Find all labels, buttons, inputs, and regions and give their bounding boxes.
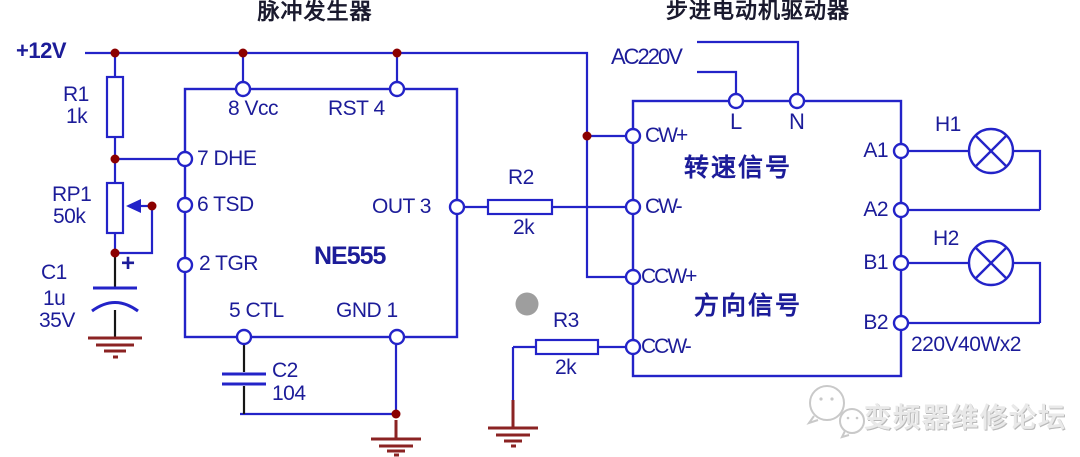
pin-vcc-label: 8 Vcc [228,97,279,120]
c2-ref-label: C2 [272,359,298,382]
terminals [176,80,910,356]
terminal-pin3-out [448,198,466,216]
terminal-ccw-plus [624,268,642,286]
terminal-pin8-vcc [234,80,252,98]
c1-ref-label: C1 [41,261,67,284]
pin-ctl-label: 5 CTL [229,299,284,322]
ne555-box [183,87,459,339]
junction-dot [110,248,120,258]
ac-neutral-wire [697,40,800,94]
pin-tgr-label: 2 TGR [199,252,258,275]
a1-label: A1 [863,139,888,162]
h1-label: H1 [935,113,961,136]
dc-rail-label: +12V [16,38,67,63]
title-pulse-generator: 脉冲发生器 [257,0,373,24]
r1-resistor [105,75,125,139]
c1-plate-curved [91,301,139,313]
h2-label: H2 [933,227,959,250]
line-terminal-label: L [730,109,742,134]
resistors [105,75,600,356]
ccw-minus-label: CCW- [641,335,692,358]
cw-plus-label: CW+ [645,124,688,147]
junction-dot [582,131,592,141]
wires [85,40,1042,416]
ac-source-label: AC220V [611,44,683,69]
wechat-icon [806,385,865,439]
junction-dots [110,48,592,419]
rp1-ref-label: RP1 [52,183,92,206]
r3-resistor [534,338,600,356]
lamps [967,127,1015,287]
b2-label: B2 [863,311,888,334]
c1-rating-label: 35V [39,309,75,332]
driver-box [631,99,903,378]
h2-return-wire [1013,261,1042,323]
r2-resistor [486,198,554,216]
title-stepper-driver: 步进电动机驱动器 [665,0,850,23]
r3-ref-label: R3 [553,309,579,332]
junction-dot [392,48,402,58]
cw-minus-label: CW- [645,195,683,218]
a2-label: A2 [863,198,888,221]
pin-rst-label: RST 4 [328,97,385,120]
pin-dhe-label: 7 DHE [197,147,257,170]
h1-return-wire [1013,149,1042,210]
terminal-pin4-rst [388,80,406,98]
pin-out-label: OUT 3 [372,195,431,218]
r2-value-label: 2k [513,216,535,239]
terminal-pin2-tgr [176,256,194,274]
terminal-cw-minus [624,198,642,216]
terminal-l [727,92,745,110]
watermark-text: 变频器维修论坛 [864,403,1067,433]
terminal-pin7-dhe [176,150,194,168]
r2-ref-label: R2 [508,166,534,189]
ac-line-wire [697,70,738,94]
b1-label: B1 [863,251,888,274]
junction-dot [110,154,120,164]
terminal-ccw-minus [624,338,642,356]
lamp-rating-label: 220V40Wx2 [911,333,1021,356]
plus12v-rail-wire [85,51,626,279]
terminal-b2 [892,314,910,332]
junction-dot [110,48,120,58]
capacitors [91,286,266,386]
lamp-h2-icon [967,239,1015,287]
r1-ref-label: R1 [63,83,89,106]
pin-tsd-label: 6 TSD [197,193,254,216]
pin-gnd-label: GND 1 [336,299,398,322]
terminal-a2 [892,201,910,219]
c1-value-label: 1u [43,287,66,310]
rp1-wiper-arrow-icon [126,199,141,213]
gray-dot-watermark [515,292,539,316]
junction-dot [391,409,401,419]
wiper-return-wire [115,206,154,255]
ic-name-label: NE555 [314,242,386,270]
ground-icon-r3 [488,400,538,448]
terminal-cw-plus [624,127,642,145]
neutral-terminal-label: N [789,109,805,134]
lamp-h1-icon [967,127,1015,175]
direction-signal-label: 方向信号 [694,292,803,320]
ground-icon-gnd1 [371,420,421,457]
c2-value-label: 104 [272,382,306,405]
junction-dot [147,201,157,211]
terminal-b1 [892,254,910,272]
rp1-potentiometer [105,181,125,235]
ground-symbols [88,336,538,457]
component-leads [113,253,246,414]
rp1-value-label: 50k [53,205,86,228]
r1-value-label: 1k [66,105,88,128]
terminal-pin6-tsd [176,196,194,214]
ground-icon-c1 [88,336,142,359]
terminal-a1 [892,142,910,160]
ccw-plus-label: CCW+ [641,265,697,288]
r3-value-label: 2k [555,356,577,379]
junction-dot [238,48,248,58]
speed-signal-label: 转速信号 [684,154,793,182]
terminal-pin5-ctl [235,328,253,346]
terminal-n [788,92,806,110]
terminal-pin1-gnd [388,328,406,346]
c1-polarity-label: + [121,250,135,277]
